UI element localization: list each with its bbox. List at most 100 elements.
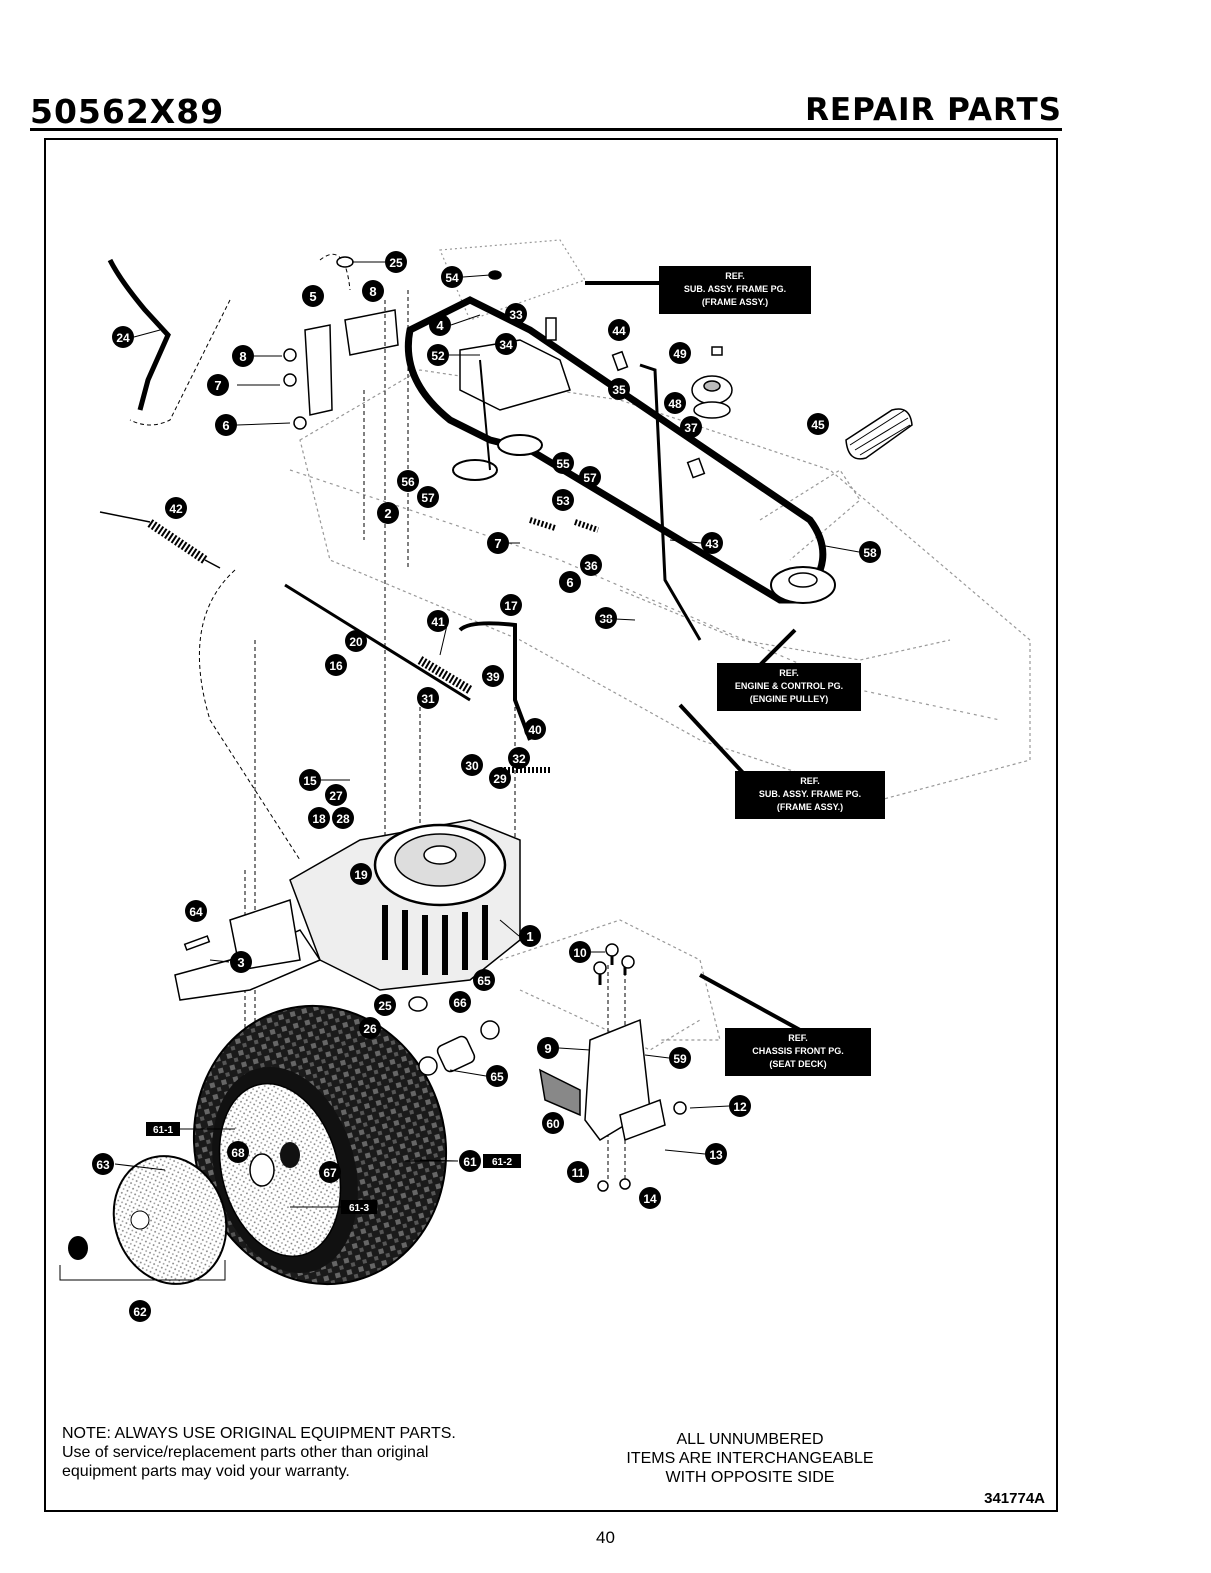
callout-marker: 2 — [377, 502, 399, 524]
callout-label: 15 — [303, 774, 317, 788]
callout-label: 66 — [453, 996, 467, 1010]
callout-label: 6 — [566, 575, 573, 590]
sub-ref-label: 61-1 — [153, 1125, 173, 1136]
callout-marker: 33 — [505, 303, 527, 325]
ref-box: REF. ENGINE & CONTROL PG. (ENGINE PULLEY… — [717, 628, 861, 711]
callout-marker: 39 — [482, 665, 504, 687]
callout-marker: 4 — [429, 314, 451, 336]
callout-marker: 55 — [552, 452, 574, 474]
callout-label: 42 — [169, 502, 183, 516]
callout-marker: 27 — [325, 784, 347, 806]
sub-ref-tags: 61-1 61-2 61-3 — [146, 1122, 521, 1214]
callouts: 1 2 3 4 5 6 6 6 7 7 8 8 9 10 11 12 13 14… — [92, 251, 881, 1322]
figure-number: 341774A — [984, 1490, 1045, 1507]
interchange-note: ALL UNNUMBERED ITEMS ARE INTERCHANGEABLE… — [560, 1430, 940, 1487]
ref-line: (FRAME ASSY.) — [702, 297, 768, 307]
callout-marker: 20 — [345, 630, 367, 652]
callout-marker: 36 — [580, 554, 602, 576]
callout-label: 63 — [96, 1158, 110, 1172]
callout-label: 57 — [583, 471, 597, 485]
callout-label: 53 — [556, 494, 570, 508]
callout-marker: 57 — [417, 486, 439, 508]
callout-label: 8 — [369, 284, 376, 299]
page-number: 40 — [596, 1528, 615, 1547]
page-header: 50562X89 REPAIR PARTS — [30, 92, 1062, 132]
callout-marker: 30 — [461, 754, 483, 776]
ref-line: SUB. ASSY. FRAME PG. — [684, 284, 786, 294]
ref-line: ENGINE & CONTROL PG. — [735, 681, 843, 691]
callout-marker: 34 — [495, 333, 517, 355]
callout-marker: 53 — [552, 489, 574, 511]
sub-ref-tag: 61-1 — [146, 1122, 235, 1136]
callout-label: 67 — [323, 1166, 337, 1180]
callout-label: 44 — [612, 324, 626, 338]
callout-label: 25 — [389, 256, 403, 270]
callout-label: 52 — [431, 349, 445, 363]
callout-marker: 35 — [608, 378, 630, 400]
ref-line: REF. — [788, 1033, 808, 1043]
diagram-frame — [44, 138, 1058, 1512]
callout-label: 13 — [709, 1148, 723, 1162]
callout-marker: 9 — [537, 1037, 559, 1059]
callout-label: 10 — [573, 946, 587, 960]
seat-bracket-drawing — [539, 943, 687, 1192]
callout-label: 65 — [490, 1070, 504, 1084]
callout-marker: 59 — [669, 1047, 691, 1069]
callout-label: 4 — [436, 318, 444, 333]
callout-marker: 12 — [729, 1095, 751, 1117]
callout-label: 49 — [673, 347, 687, 361]
callout-label: 27 — [329, 789, 343, 803]
callout-marker: 62 — [129, 1300, 151, 1322]
callout-marker: 48 — [664, 392, 686, 414]
drive-belt-drawing — [404, 296, 836, 604]
ref-box: REF. SUB. ASSY. FRAME PG. (FRAME ASSY.) — [678, 703, 885, 819]
springs-drawing — [500, 517, 599, 773]
callout-marker: 65 — [473, 969, 495, 991]
callout-label: 32 — [512, 752, 526, 766]
hub-cap-drawing — [59, 1155, 228, 1285]
ref-line: REF. — [800, 776, 820, 786]
callout-label: 61 — [463, 1155, 477, 1169]
callout-marker: 29 — [489, 767, 511, 789]
callout-marker: 10 — [569, 941, 591, 963]
callout-label: 37 — [684, 421, 698, 435]
ref-line: SUB. ASSY. FRAME PG. — [759, 789, 861, 799]
ref-line: (SEAT DECK) — [769, 1059, 826, 1069]
callout-label: 17 — [504, 599, 518, 613]
frame-assembly-drawing — [289, 239, 1031, 1051]
callout-label: 60 — [546, 1117, 560, 1131]
callout-marker: 25 — [374, 994, 396, 1016]
ref-line: REF. — [779, 668, 799, 678]
callout-label: 39 — [486, 670, 500, 684]
callout-marker: 41 — [427, 610, 449, 632]
callout-label: 16 — [329, 659, 343, 673]
callout-marker: 42 — [165, 497, 187, 519]
callout-label: 41 — [431, 615, 445, 629]
pulley-parts-drawing — [336, 256, 913, 479]
callout-marker: 37 — [680, 416, 702, 438]
callout-label: 45 — [811, 418, 825, 432]
axle-spacers-drawing — [408, 996, 500, 1076]
callout-label: 64 — [189, 905, 203, 919]
callout-label: 8 — [239, 349, 246, 364]
ref-boxes: REF. SUB. ASSY. FRAME PG. (FRAME ASSY.) … — [585, 266, 885, 1076]
sub-ref-tag: 61-2 — [405, 1154, 521, 1168]
callout-label: 33 — [509, 308, 523, 322]
callout-marker: 45 — [807, 413, 829, 435]
callout-label: 20 — [349, 635, 363, 649]
callout-marker: 64 — [185, 900, 207, 922]
callout-marker: 6 — [559, 571, 581, 593]
note-line: NOTE: ALWAYS USE ORIGINAL EQUIPMENT PART… — [62, 1425, 456, 1442]
callout-label: 1 — [526, 929, 533, 944]
callout-label: 3 — [237, 955, 244, 970]
note-line: ITEMS ARE INTERCHANGEABLE — [626, 1450, 874, 1467]
callout-label: 12 — [733, 1100, 747, 1114]
callout-label: 35 — [612, 383, 626, 397]
callout-label: 24 — [116, 331, 130, 345]
callout-marker: 56 — [397, 470, 419, 492]
sub-ref-label: 61-2 — [492, 1157, 512, 1168]
callout-label: 62 — [133, 1305, 147, 1319]
note-line: Use of service/replacement parts other t… — [62, 1444, 429, 1461]
ref-line: (ENGINE PULLEY) — [750, 694, 829, 704]
callout-marker: 66 — [449, 991, 471, 1013]
